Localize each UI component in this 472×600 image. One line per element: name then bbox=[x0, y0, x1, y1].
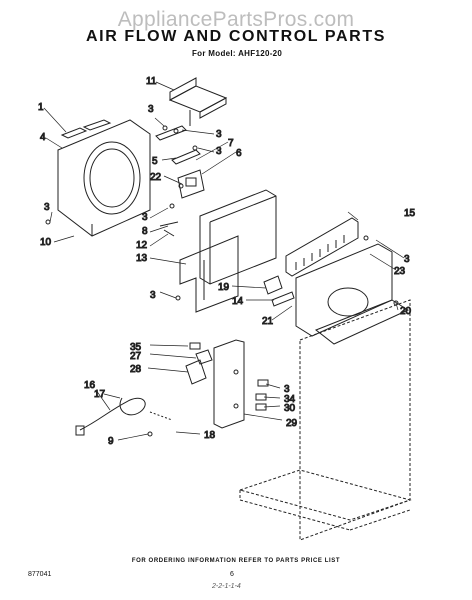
page-title: AIR FLOW AND CONTROL PARTS bbox=[86, 28, 386, 45]
callout-3e: 3 bbox=[142, 212, 148, 223]
handwritten-note: 2-2-1-1-4 bbox=[212, 583, 241, 590]
callout-22: 22 bbox=[150, 172, 162, 183]
callout-29: 29 bbox=[286, 418, 298, 429]
callout-23: 23 bbox=[394, 266, 406, 277]
callout-35: 35 bbox=[130, 342, 142, 353]
document-code: 877041 bbox=[28, 571, 52, 578]
callout-21: 21 bbox=[262, 316, 274, 327]
shroud-box-part bbox=[199, 189, 277, 285]
callout-16: 16 bbox=[84, 380, 96, 391]
callout-3h: 3 bbox=[284, 384, 290, 395]
knob-parts bbox=[255, 379, 269, 411]
callout-7: 7 bbox=[228, 138, 234, 149]
callout-34: 34 bbox=[284, 394, 296, 405]
callout-10: 10 bbox=[40, 237, 52, 248]
base-pan-part bbox=[238, 299, 412, 541]
callout-3d: 3 bbox=[44, 202, 50, 213]
louver-grille-part bbox=[285, 217, 359, 277]
screws bbox=[45, 125, 399, 437]
callout-3g: 3 bbox=[404, 254, 410, 265]
model-label: For Model: AHF120-20 bbox=[192, 49, 283, 58]
clip-parts bbox=[159, 221, 179, 237]
filter-strips-part bbox=[60, 119, 112, 139]
bracket-19-14 bbox=[263, 275, 295, 307]
callout-6: 6 bbox=[236, 148, 242, 159]
callout-14: 14 bbox=[232, 296, 244, 307]
ordering-note: FOR ORDERING INFORMATION REFER TO PARTS … bbox=[131, 558, 341, 564]
control-bracket-part bbox=[179, 235, 239, 313]
callout-27: 27 bbox=[130, 351, 142, 362]
callout-12: 12 bbox=[136, 240, 148, 251]
thermostat-part bbox=[185, 359, 207, 385]
selector-switch-part bbox=[189, 342, 213, 365]
callout-11: 11 bbox=[146, 76, 157, 87]
callout-19: 19 bbox=[218, 282, 230, 293]
callout-3b: 3 bbox=[216, 129, 222, 140]
callout-28: 28 bbox=[130, 364, 142, 375]
control-plate-part bbox=[213, 339, 245, 429]
callout-5: 5 bbox=[152, 156, 158, 167]
callout-17: 17 bbox=[94, 389, 106, 400]
callout-30: 30 bbox=[284, 403, 296, 414]
control-brackets-part bbox=[155, 125, 205, 199]
callout-18: 18 bbox=[204, 430, 216, 441]
callout-3c: 3 bbox=[216, 146, 222, 157]
rear-shroud-part bbox=[295, 243, 410, 345]
callout-3f: 3 bbox=[150, 290, 156, 301]
watermark: AppliancePartsPros.com bbox=[117, 8, 355, 31]
callout-4: 4 bbox=[40, 132, 46, 143]
page-number: 6 bbox=[230, 571, 234, 578]
callout-3-bottom: 9 bbox=[108, 436, 114, 447]
callout-3a: 3 bbox=[148, 104, 154, 115]
callout-15: 15 bbox=[404, 208, 416, 219]
callout-8: 8 bbox=[142, 226, 148, 237]
leader-lines bbox=[43, 81, 405, 441]
power-cord-part bbox=[75, 397, 173, 436]
top-bracket-part bbox=[168, 77, 228, 126]
callout-13: 13 bbox=[136, 253, 148, 264]
callout-1: 1 bbox=[38, 102, 44, 113]
callout-20: 20 bbox=[400, 306, 412, 317]
front-panel-part bbox=[57, 119, 151, 237]
